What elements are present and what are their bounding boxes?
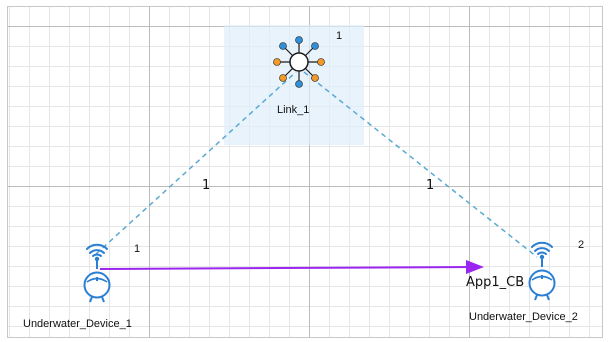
- application-flow-arrowhead: [466, 260, 484, 274]
- wireless-link-device2[interactable]: [303, 71, 538, 258]
- wireless-link-device1[interactable]: [95, 71, 297, 255]
- device-2-name-label: Underwater_Device_2: [469, 311, 578, 323]
- underwater-device-2-icon[interactable]: [523, 237, 561, 301]
- link-hub-icon[interactable]: [272, 35, 326, 89]
- link-name-label: Link_1: [277, 104, 310, 116]
- application-flow-line[interactable]: [99, 266, 479, 270]
- link-label-right: 1: [426, 178, 435, 193]
- application-label[interactable]: App1_CB: [466, 275, 525, 290]
- link-id-label: 1: [336, 30, 343, 42]
- network-canvas[interactable]: Link_1 1 1 1 1 Underwater_Device_1: [7, 6, 603, 338]
- link-label-left: 1: [202, 178, 211, 193]
- connections-layer: [95, 71, 538, 274]
- link-selection-highlight: [224, 25, 364, 145]
- device-2-id-label: 2: [578, 239, 585, 251]
- device-1-id-label: 1: [134, 243, 141, 255]
- underwater-device-1-icon[interactable]: [78, 239, 116, 303]
- device-1-name-label: Underwater_Device_1: [23, 318, 132, 330]
